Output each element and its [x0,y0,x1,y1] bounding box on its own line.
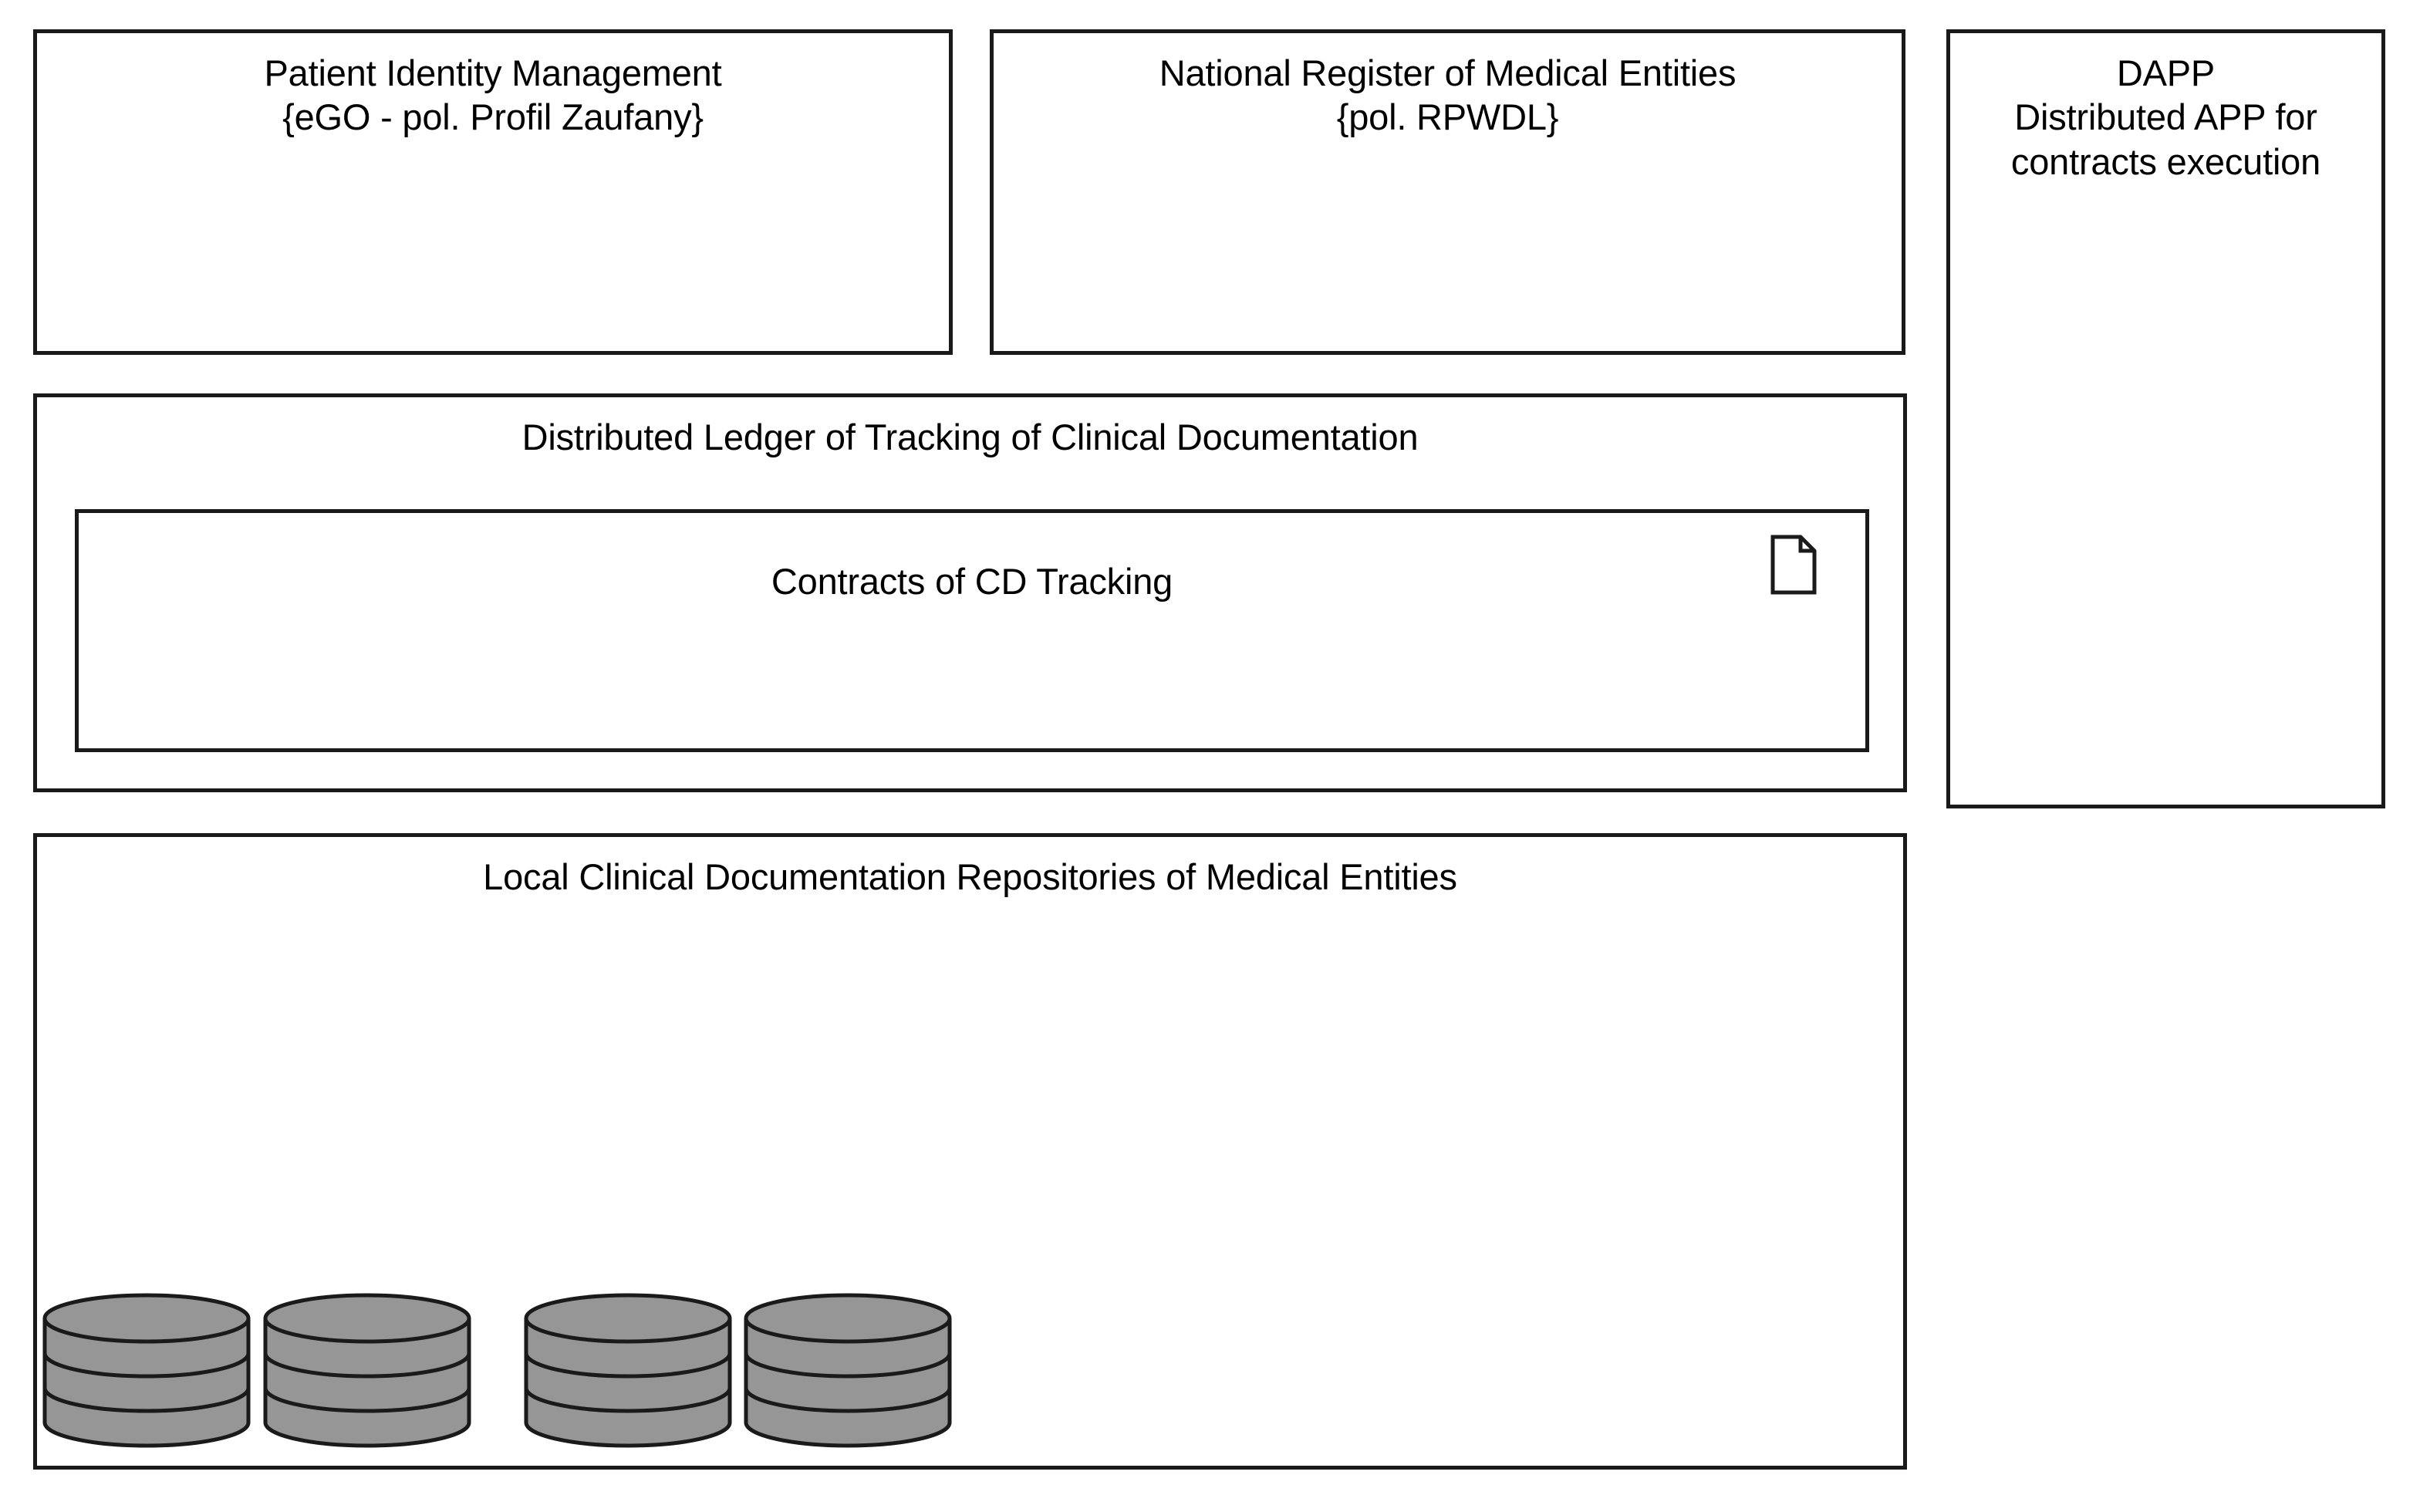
node-local-clinical-documentation-repositories[interactable]: Local Clinical Documentation Repositorie… [33,833,1907,1470]
node-patient-identity-management-label: Patient Identity Management {eGO - pol. … [264,52,722,138]
node-national-register-label: National Register of Medical Entities {p… [1159,52,1737,138]
node-contracts-of-cd-tracking[interactable]: Contracts of CD Tracking [75,509,1869,752]
database-cylinder-4[interactable] [743,1292,953,1449]
database-cylinder-3[interactable] [523,1292,733,1449]
document-icon [1770,534,1818,596]
node-distributed-ledger-label: Distributed Ledger of Tracking of Clinic… [521,417,1419,457]
node-national-register-of-medical-entities[interactable]: National Register of Medical Entities {p… [990,29,1905,355]
node-patient-identity-management[interactable]: Patient Identity Management {eGO - pol. … [33,29,953,355]
database-cylinder-1[interactable] [42,1292,251,1449]
node-dapp-label: DAPP Distributed APP for contracts execu… [2010,52,2321,182]
node-local-repositories-label: Local Clinical Documentation Repositorie… [483,856,1457,897]
node-distributed-ledger[interactable]: Distributed Ledger of Tracking of Clinic… [33,393,1907,792]
database-group [37,837,1903,1466]
node-dapp[interactable]: DAPP Distributed APP for contracts execu… [1946,29,2385,808]
node-contracts-of-cd-tracking-label: Contracts of CD Tracking [771,561,1173,602]
database-cylinder-2[interactable] [262,1292,472,1449]
